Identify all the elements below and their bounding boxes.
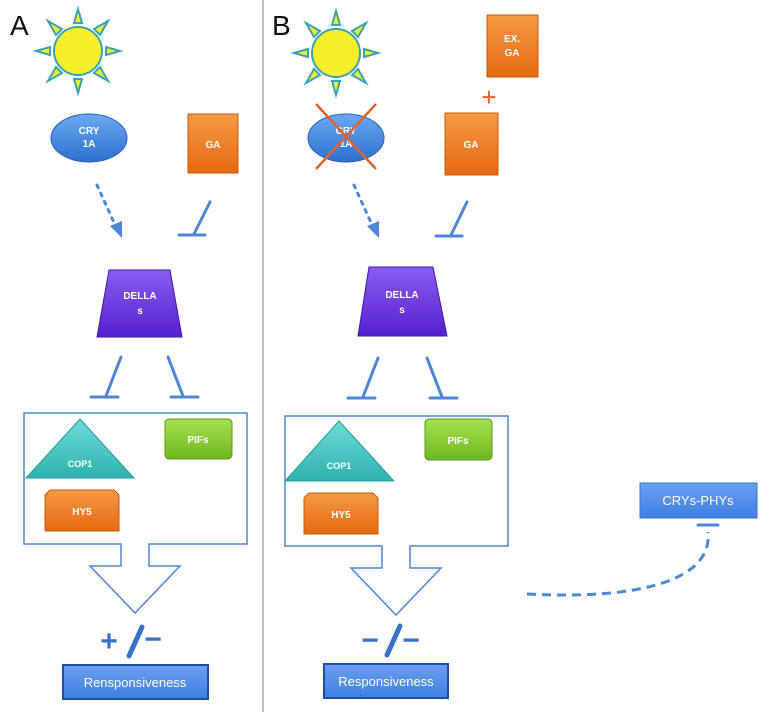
svg-text:GA: GA bbox=[206, 140, 221, 151]
svg-text:Rensponsiveness: Rensponsiveness bbox=[84, 675, 187, 690]
svg-text:GA: GA bbox=[505, 48, 520, 59]
knockout-cross bbox=[315, 103, 377, 170]
cry-della-dotted-arrow bbox=[95, 183, 122, 238]
della-node: DELLA s bbox=[96, 269, 183, 338]
panel-a-letter: A bbox=[10, 10, 29, 41]
ga-della-inhibition bbox=[177, 200, 212, 237]
della-right-inhibition bbox=[425, 356, 459, 400]
svg-text:EX.: EX. bbox=[504, 34, 520, 45]
ga-node: GA bbox=[444, 112, 499, 176]
target-box-with-output-arrow bbox=[284, 415, 509, 617]
svg-text:PIFs: PIFs bbox=[447, 436, 469, 447]
svg-text:DELLA: DELLA bbox=[123, 291, 156, 302]
sun-icon bbox=[290, 7, 382, 99]
sun-icon bbox=[32, 5, 124, 97]
svg-text:PIFs: PIFs bbox=[187, 435, 209, 446]
svg-text:−: − bbox=[144, 623, 162, 656]
svg-text:Responsiveness: Responsiveness bbox=[338, 674, 434, 689]
svg-text:CRY: CRY bbox=[336, 126, 357, 137]
hy5-node: HY5 bbox=[303, 492, 379, 535]
plus-sign: + bbox=[481, 82, 496, 112]
panel-b: B EX. GA + CRY 1A bbox=[272, 7, 758, 699]
ga-node: GA bbox=[187, 113, 239, 174]
crys-phys-box: CRYs-PHYs bbox=[639, 482, 758, 519]
exga-node: EX. GA bbox=[486, 14, 539, 78]
svg-text:COP1: COP1 bbox=[68, 459, 93, 469]
target-box-with-output-arrow bbox=[23, 412, 248, 615]
svg-text:CRYs-PHYs: CRYs-PHYs bbox=[662, 493, 734, 508]
svg-text:COP1: COP1 bbox=[327, 461, 352, 471]
della-right-inhibition bbox=[166, 355, 200, 399]
panel-b-letter: B bbox=[272, 10, 291, 41]
svg-text:+: + bbox=[100, 625, 118, 658]
effect-sign: + − bbox=[100, 623, 162, 659]
cry1a-node: CRY 1A bbox=[50, 113, 128, 163]
svg-text:−: − bbox=[361, 624, 379, 657]
svg-text:s: s bbox=[137, 306, 143, 317]
cop1-node: COP1 bbox=[283, 420, 396, 482]
hy5-node: HY5 bbox=[44, 489, 120, 532]
responsiveness-box: Responsiveness bbox=[323, 663, 449, 699]
svg-text:s: s bbox=[399, 305, 405, 316]
ga-della-inhibition bbox=[434, 200, 469, 238]
responsiveness-box: Rensponsiveness bbox=[62, 664, 209, 700]
svg-text:1A: 1A bbox=[340, 139, 353, 150]
svg-text:CRY: CRY bbox=[79, 126, 100, 137]
panel-a: A CRY 1A GA bbox=[10, 5, 248, 700]
della-node: DELLA s bbox=[357, 266, 448, 337]
cop1-node: COP1 bbox=[24, 418, 136, 479]
dashed-inhibition-curve bbox=[526, 523, 720, 597]
svg-text:DELLA: DELLA bbox=[385, 290, 418, 301]
svg-text:GA: GA bbox=[464, 140, 479, 151]
effect-sign: − − bbox=[361, 623, 420, 658]
della-left-inhibition bbox=[89, 355, 123, 399]
svg-text:HY5: HY5 bbox=[72, 507, 92, 518]
svg-text:−: − bbox=[402, 624, 420, 657]
cry-della-dotted-arrow bbox=[352, 183, 379, 238]
pifs-node: PIFs bbox=[424, 418, 493, 461]
svg-text:1A: 1A bbox=[83, 139, 96, 150]
svg-text:HY5: HY5 bbox=[331, 510, 351, 521]
pifs-node: PIFs bbox=[164, 418, 233, 460]
della-left-inhibition bbox=[346, 356, 380, 400]
